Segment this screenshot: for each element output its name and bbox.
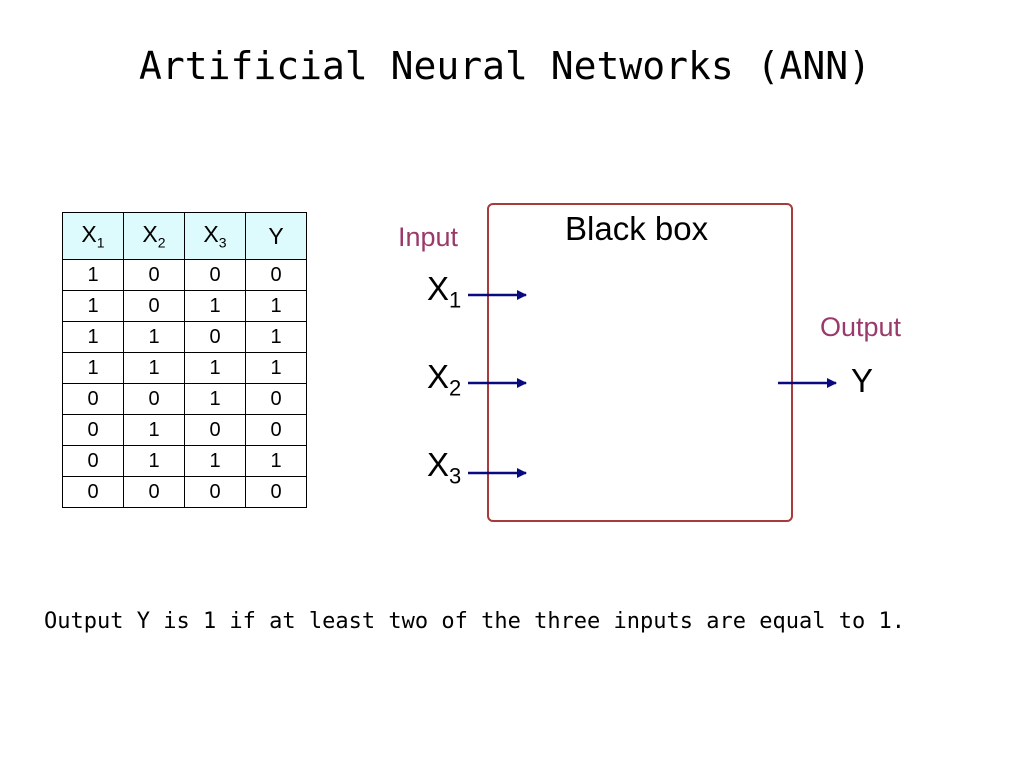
header-x2: X2 <box>123 212 185 260</box>
table-cell: 1 <box>123 321 185 353</box>
table-cell: 1 <box>123 445 185 477</box>
table-row: 1 1 1 1 <box>62 352 307 384</box>
table-cell: 0 <box>245 414 307 446</box>
table-row: 0 1 0 0 <box>62 414 307 446</box>
table-cell: 0 <box>245 259 307 291</box>
table-cell: 1 <box>184 352 246 384</box>
table-cell: 1 <box>62 352 124 384</box>
output-label: Output <box>820 312 902 342</box>
header-y: Y <box>245 212 307 260</box>
table-cell: 1 <box>184 445 246 477</box>
table-cell: 1 <box>123 352 185 384</box>
table-header-row: X1 X2 X3 Y <box>62 212 307 260</box>
table-cell: 0 <box>123 476 185 508</box>
input-x3: X3 <box>427 446 462 489</box>
table-cell: 0 <box>62 414 124 446</box>
table-cell: 0 <box>62 445 124 477</box>
table-cell: 1 <box>62 321 124 353</box>
table-cell: 1 <box>184 383 246 415</box>
table-cell: 0 <box>184 259 246 291</box>
caption-text: Output Y is 1 if at least two of the thr… <box>44 609 905 634</box>
black-box <box>487 203 793 522</box>
truth-table: X1 X2 X3 Y 1 0 0 0 1 0 1 1 1 1 0 1 1 1 1 <box>62 212 307 508</box>
table-cell: 0 <box>62 383 124 415</box>
table-row: 1 0 0 0 <box>62 259 307 291</box>
table-row: 0 0 0 0 <box>62 476 307 508</box>
black-box-label: Black box <box>565 210 709 247</box>
table-row: 0 1 1 1 <box>62 445 307 477</box>
table-cell: 0 <box>62 476 124 508</box>
table-cell: 1 <box>245 445 307 477</box>
table-cell: 0 <box>184 476 246 508</box>
table-row: 1 1 0 1 <box>62 321 307 353</box>
table-cell: 1 <box>62 290 124 322</box>
table-cell: 0 <box>184 414 246 446</box>
table-cell: 0 <box>123 383 185 415</box>
header-x1: X1 <box>62 212 124 260</box>
table-cell: 0 <box>184 321 246 353</box>
table-cell: 1 <box>245 352 307 384</box>
table-cell: 0 <box>123 259 185 291</box>
table-cell: 1 <box>245 290 307 322</box>
slide-title: Artificial Neural Networks (ANN) <box>138 44 872 88</box>
table-cell: 1 <box>245 321 307 353</box>
header-x3: X3 <box>184 212 246 260</box>
table-row: 1 0 1 1 <box>62 290 307 322</box>
table-cell: 0 <box>123 290 185 322</box>
table-cell: 0 <box>245 476 307 508</box>
output-y: Y <box>851 362 874 399</box>
table-row: 0 0 1 0 <box>62 383 307 415</box>
table-cell: 1 <box>123 414 185 446</box>
input-x1: X1 <box>427 270 462 313</box>
table-cell: 1 <box>184 290 246 322</box>
input-x2: X2 <box>427 358 462 401</box>
table-cell: 0 <box>245 383 307 415</box>
input-label: Input <box>398 222 459 252</box>
table-cell: 1 <box>62 259 124 291</box>
